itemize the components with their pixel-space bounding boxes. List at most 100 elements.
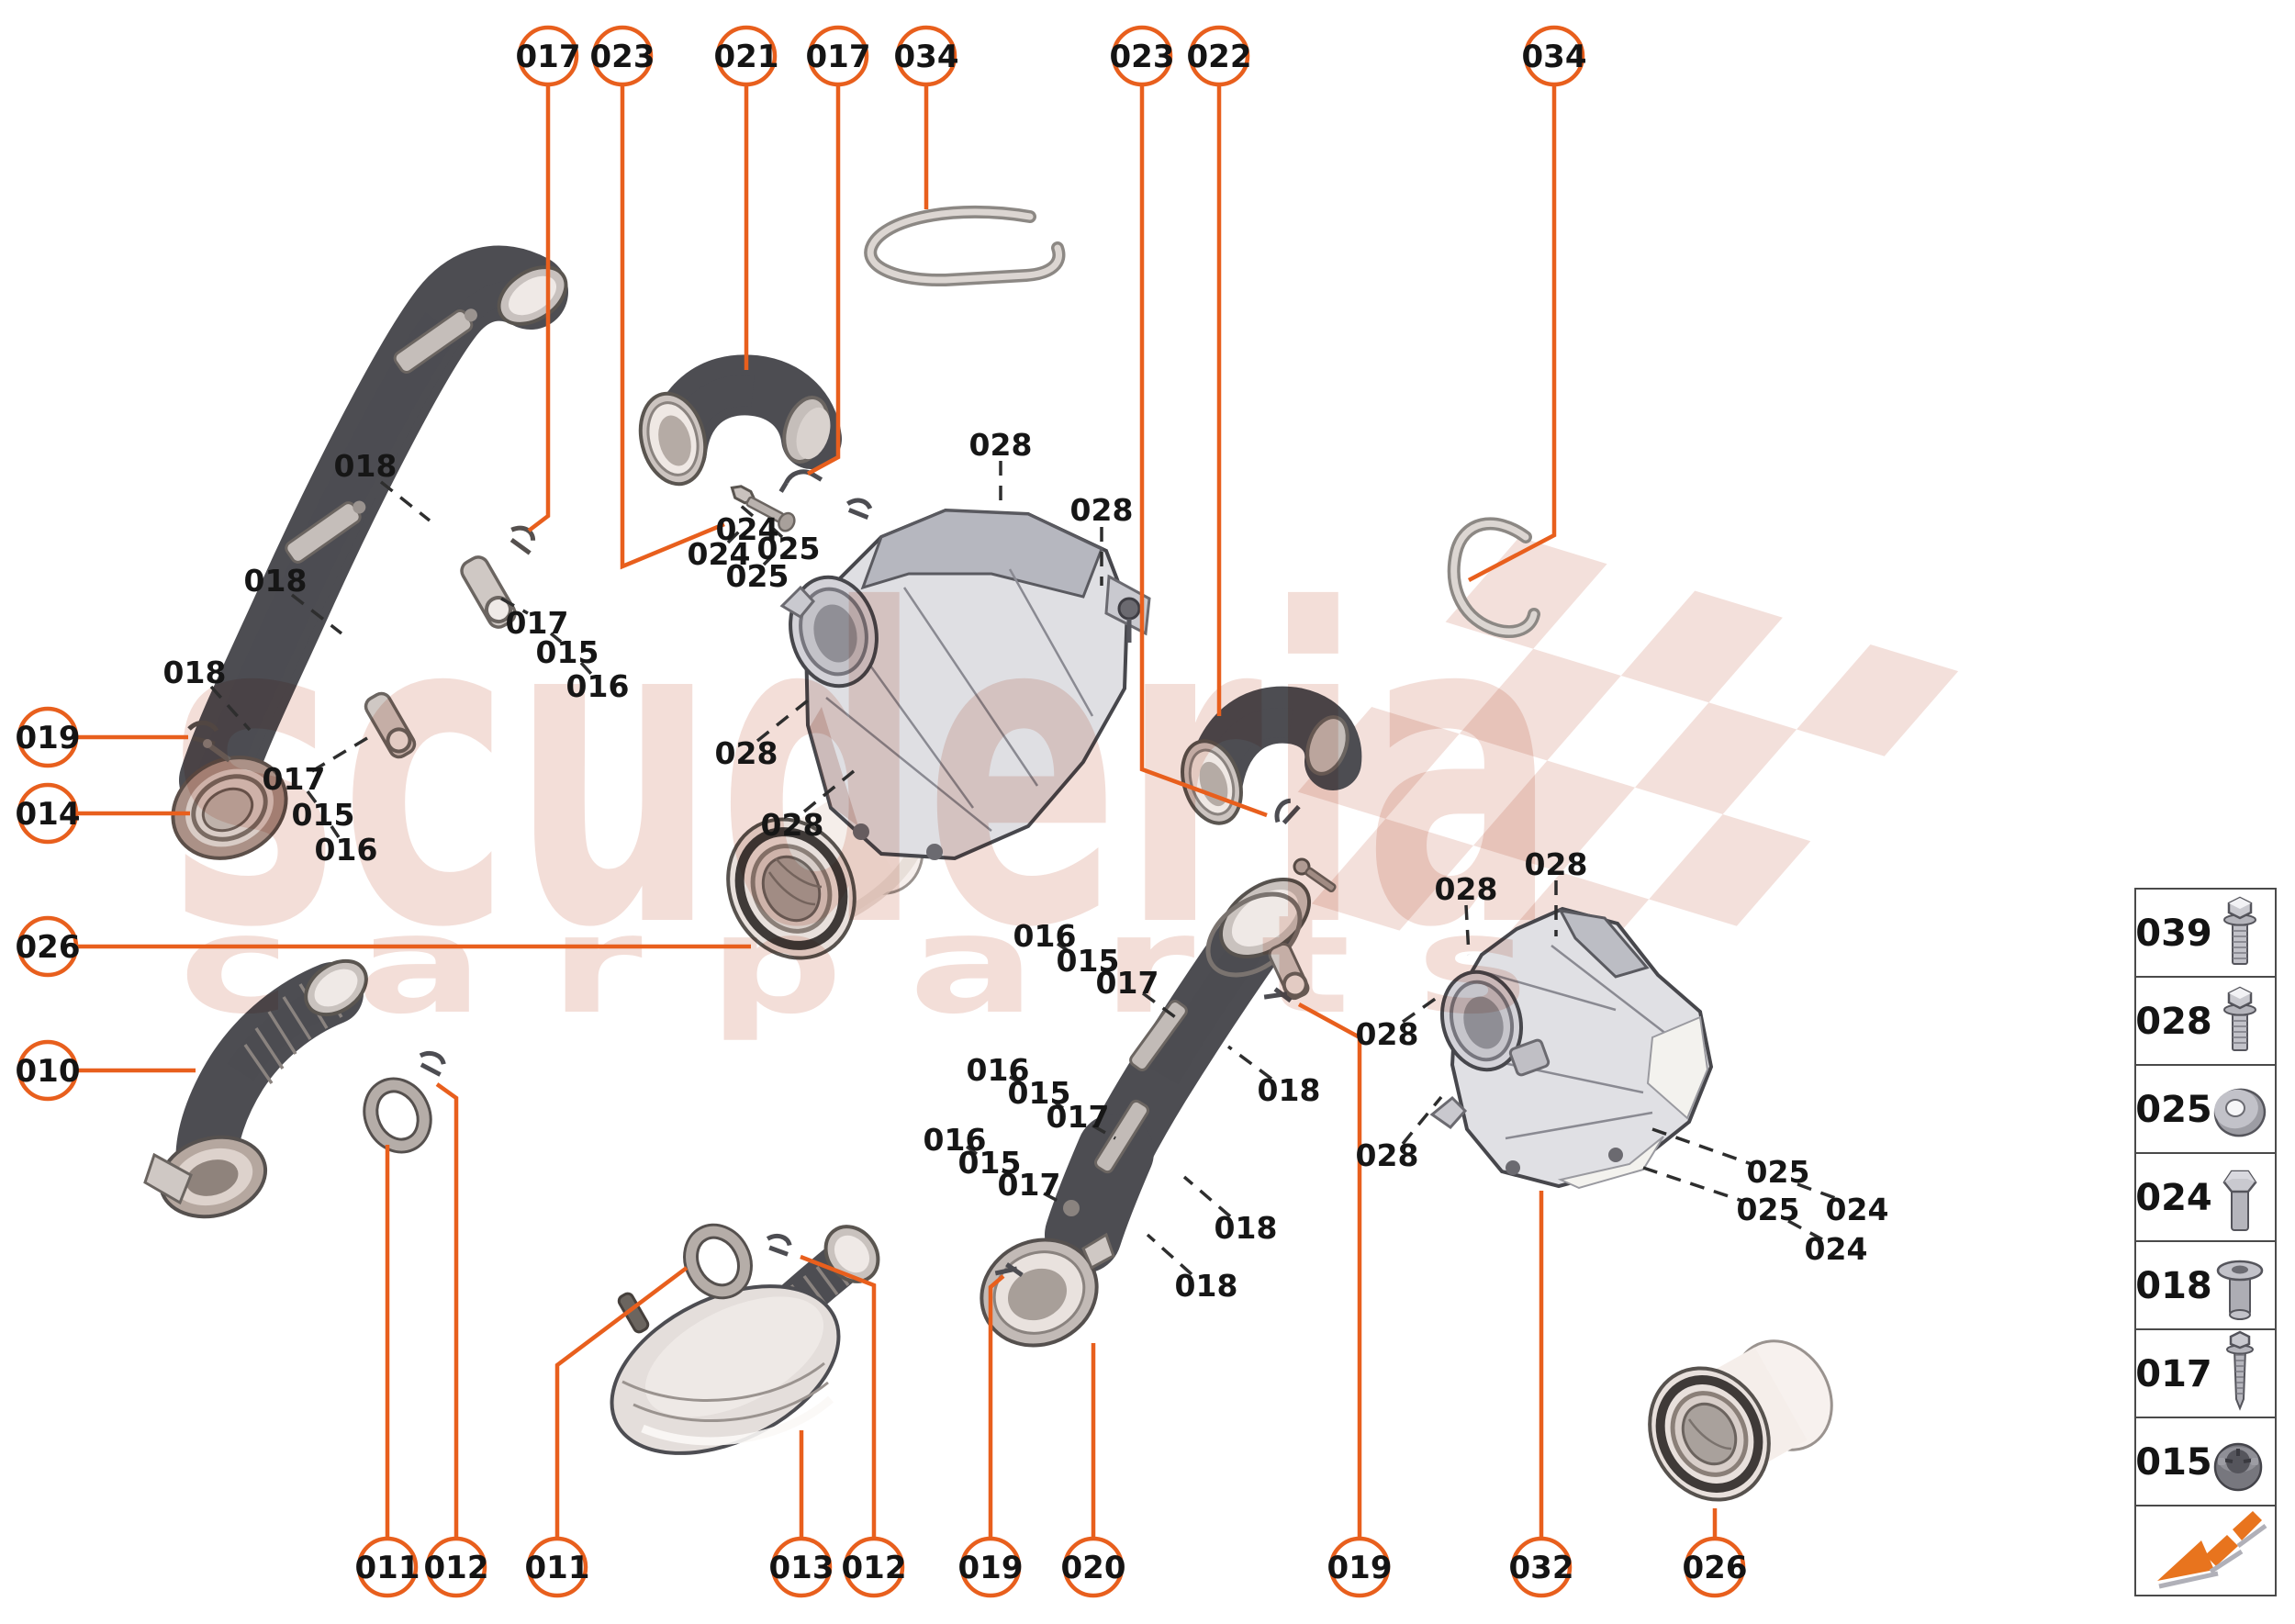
clip-012a-part bbox=[419, 1050, 446, 1077]
watermark-line2: c a r p a r t s bbox=[179, 886, 1528, 1044]
callout-left-026[interactable]: 026 bbox=[16, 915, 81, 978]
label-018: 018 bbox=[1175, 1268, 1238, 1304]
callout-bottom-032[interactable]: 032 bbox=[1509, 1536, 1574, 1598]
legend-row-039[interactable] bbox=[2134, 888, 2277, 978]
callout-top-034[interactable]: 034 bbox=[894, 25, 959, 87]
svg-text:019: 019 bbox=[1327, 1550, 1393, 1586]
label-015: 015 bbox=[1057, 943, 1120, 979]
callout-left-014[interactable]: 014 bbox=[16, 782, 81, 845]
watermark: scuderia c a r p a r t s bbox=[168, 520, 1559, 1044]
label-016: 016 bbox=[566, 668, 630, 704]
label-018: 018 bbox=[244, 563, 308, 599]
callout-bottom-012b[interactable]: 012 bbox=[842, 1536, 907, 1598]
wire-hook-034a-drawing bbox=[864, 205, 1066, 287]
label-017: 017 bbox=[263, 761, 326, 797]
pipe-bracket-lower bbox=[364, 691, 417, 759]
svg-text:011: 011 bbox=[525, 1550, 590, 1586]
legend-code: 025 bbox=[2135, 1089, 2212, 1131]
label-017: 017 bbox=[1047, 1099, 1110, 1135]
elbow-hose-022-drawing bbox=[1181, 686, 1362, 825]
label-018: 018 bbox=[163, 655, 227, 690]
air-filter-026b-drawing bbox=[1648, 1339, 1833, 1502]
label-025: 025 bbox=[1737, 1192, 1800, 1227]
label-024: 024 bbox=[688, 536, 751, 572]
label-017: 017 bbox=[506, 605, 569, 641]
callout-left-019[interactable]: 019 bbox=[16, 706, 81, 768]
clip-023b-part bbox=[1274, 798, 1301, 825]
callout-top-023[interactable]: 023 bbox=[590, 25, 655, 87]
legend-code: 028 bbox=[2135, 1001, 2212, 1043]
callout-bottom-013[interactable]: 013 bbox=[769, 1536, 834, 1598]
right-airbox-032-drawing bbox=[1429, 906, 1714, 1190]
callout-top-017b[interactable]: 017 bbox=[806, 25, 871, 87]
svg-text:034: 034 bbox=[894, 39, 959, 75]
flange-bolt-long-icon bbox=[2223, 896, 2256, 965]
label-016: 016 bbox=[1013, 918, 1077, 954]
label-028: 028 bbox=[715, 735, 778, 771]
callout-bottom-020[interactable]: 020 bbox=[1061, 1536, 1126, 1598]
callout-left-010[interactable]: 010 bbox=[16, 1039, 81, 1102]
callout-top-021[interactable]: 021 bbox=[714, 25, 779, 87]
svg-text:019: 019 bbox=[958, 1550, 1024, 1586]
clip-023-part bbox=[845, 498, 873, 520]
label-028: 028 bbox=[1356, 1016, 1419, 1052]
legend-row-028[interactable] bbox=[2134, 976, 2277, 1066]
svg-text:022: 022 bbox=[1187, 39, 1252, 75]
label-016: 016 bbox=[924, 1122, 987, 1158]
svg-text:023: 023 bbox=[590, 39, 655, 75]
svg-text:026: 026 bbox=[1683, 1550, 1748, 1586]
svg-text:017: 017 bbox=[516, 39, 581, 75]
svg-text:021: 021 bbox=[714, 39, 779, 75]
label-016: 016 bbox=[315, 832, 378, 868]
clip-019-part bbox=[187, 721, 231, 763]
legend-code: 018 bbox=[2135, 1265, 2212, 1307]
callout-bottom-026[interactable]: 026 bbox=[1683, 1536, 1748, 1598]
leader-lines bbox=[76, 84, 1718, 1539]
label-028: 028 bbox=[761, 807, 824, 843]
callout-bottom-012[interactable]: 012 bbox=[424, 1536, 489, 1598]
clip-019a-part bbox=[994, 1262, 1024, 1277]
label-018: 018 bbox=[334, 448, 397, 484]
label-025: 025 bbox=[726, 558, 789, 594]
legend-code: 015 bbox=[2135, 1441, 2212, 1484]
svg-text:011: 011 bbox=[355, 1550, 420, 1586]
callout-bottom-011[interactable]: 011 bbox=[355, 1536, 420, 1598]
long-screw-icon bbox=[2226, 1330, 2254, 1411]
label-028: 028 bbox=[1070, 492, 1134, 528]
callout-bottom-011b[interactable]: 011 bbox=[525, 1536, 590, 1598]
svg-text:032: 032 bbox=[1509, 1550, 1574, 1586]
label-018: 018 bbox=[1258, 1072, 1321, 1108]
label-015: 015 bbox=[536, 634, 599, 670]
clamp-ring-011b bbox=[683, 1223, 753, 1300]
central-airbox-drawing bbox=[779, 508, 1151, 861]
label-018: 018 bbox=[1215, 1210, 1278, 1246]
callout-top-022[interactable]: 022 bbox=[1187, 25, 1252, 87]
callout-top-034b[interactable]: 034 bbox=[1522, 25, 1587, 87]
label-017: 017 bbox=[1096, 965, 1159, 1001]
clip-019b-part bbox=[1263, 987, 1293, 1003]
watermark-line1: scuderia bbox=[168, 520, 1559, 1022]
elbow-hose-021-drawing bbox=[638, 354, 842, 487]
callout-bottom-019b[interactable]: 019 bbox=[1327, 1536, 1393, 1598]
clip-017-upper-left bbox=[509, 525, 536, 555]
legend-row-018[interactable] bbox=[2134, 1240, 2277, 1330]
label-015: 015 bbox=[1008, 1075, 1071, 1111]
callout-top-017[interactable]: 017 bbox=[516, 25, 581, 87]
legend-row-017[interactable] bbox=[2134, 1328, 2277, 1418]
label-016: 016 bbox=[967, 1052, 1030, 1088]
grommet-nut-icon bbox=[2213, 1442, 2263, 1492]
clip-017-right-of-hose bbox=[778, 469, 823, 493]
svg-text:019: 019 bbox=[16, 720, 81, 756]
dashed-lines bbox=[209, 461, 1839, 1276]
svg-text:012: 012 bbox=[424, 1550, 489, 1586]
label-024: 024 bbox=[1805, 1231, 1868, 1267]
hex-bolt-icon bbox=[2222, 1170, 2257, 1231]
callout-bottom-019[interactable]: 019 bbox=[958, 1536, 1024, 1598]
callout-top-023b[interactable]: 023 bbox=[1110, 25, 1175, 87]
svg-text:020: 020 bbox=[1061, 1550, 1126, 1586]
clamp-ring-011a bbox=[363, 1077, 432, 1154]
screw-sensor-part bbox=[1293, 857, 1337, 893]
legend-code: 017 bbox=[2135, 1353, 2212, 1395]
label-015: 015 bbox=[292, 797, 355, 833]
resonator-013-drawing bbox=[610, 1225, 880, 1455]
